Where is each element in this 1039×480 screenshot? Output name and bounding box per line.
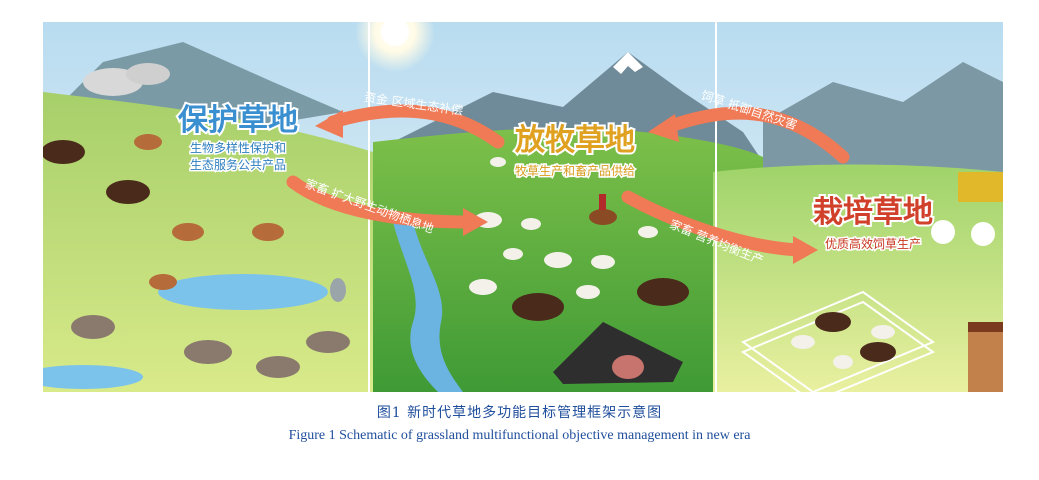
- crane: [330, 278, 346, 302]
- arrow-center-to-right: [621, 190, 818, 264]
- snow-leopards: [83, 63, 170, 96]
- tent: [553, 322, 683, 384]
- river: [393, 222, 463, 392]
- figure-illustration: 保护草地 生物多样性保护和 生态服务公共产品 放牧草地 牧草生产和畜产品供给 栽…: [43, 22, 1003, 392]
- herder-on-horse: [589, 194, 617, 225]
- arrow-right-to-center: [648, 106, 850, 164]
- herder-woman: [612, 355, 644, 379]
- arrow-left-to-center: [286, 175, 488, 236]
- building: [968, 322, 1003, 392]
- left-panel-subtitle-line2: 生态服务公共产品: [190, 157, 286, 172]
- pond: [158, 274, 328, 310]
- figure-caption-en: Figure 1 Schematic of grassland multifun…: [288, 428, 751, 443]
- figure-caption-zh: 图1 新时代草地多功能目标管理框架示意图: [376, 405, 663, 421]
- harvester: [958, 172, 1003, 202]
- pen-livestock: [791, 312, 896, 369]
- pond-small: [43, 365, 143, 389]
- left-panel-title: 保护草地: [178, 103, 298, 138]
- deer-group: [134, 134, 284, 290]
- right-panel-title: 栽培草地: [813, 195, 933, 230]
- sun-core: [381, 22, 409, 46]
- figure-svg: 保护草地 生物多样性保护和 生态服务公共产品 放牧草地 牧草生产和畜产品供给 栽…: [43, 22, 1003, 392]
- mountain-center-snow: [613, 52, 643, 74]
- center-panel-title: 放牧草地: [514, 123, 635, 158]
- yaks-center: [512, 278, 689, 321]
- arrow-center-to-left: [315, 104, 505, 149]
- yaks-left: [43, 140, 150, 204]
- left-panel-subtitle-line1: 生物多样性保护和: [190, 140, 286, 155]
- sun: [355, 22, 435, 72]
- hay-bales: [931, 220, 995, 246]
- grass-left: [43, 92, 373, 392]
- center-panel-subtitle: 牧草生产和畜产品供给: [515, 163, 635, 178]
- sheep-flock: [469, 157, 658, 299]
- right-panel-subtitle: 优质高效饲草生产: [825, 236, 921, 251]
- wild-asses: [71, 315, 350, 378]
